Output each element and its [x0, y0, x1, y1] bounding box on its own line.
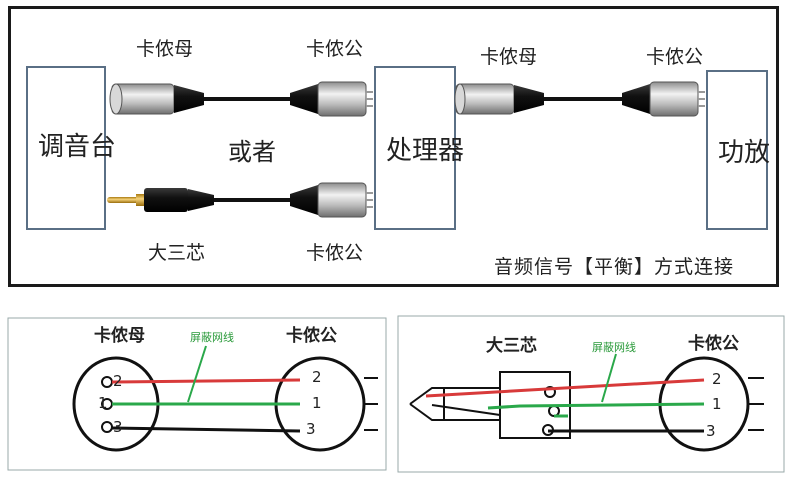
mixer-label: 调音台 — [38, 132, 117, 162]
pin-right-male-3: 3 — [706, 422, 716, 440]
label-xlr-male-3: 卡侬公 — [306, 242, 364, 264]
cable-1 — [109, 81, 373, 117]
wiring-left-male-label: 卡侬公 — [286, 326, 337, 346]
wiring-right-shield-label: 屏蔽网线 — [592, 341, 636, 354]
pin-right-male-1: 1 — [712, 395, 722, 413]
top-diagram-frame — [8, 6, 779, 287]
wire-green-right — [487, 402, 705, 410]
amplifier-box — [706, 70, 768, 230]
pin-left-male-2: 2 — [312, 368, 322, 386]
wire-black-left — [111, 426, 301, 433]
xlr-female-boot-1 — [174, 85, 204, 113]
xlr-male-boot-1 — [290, 84, 318, 114]
pin-left-male-3: 3 — [306, 420, 316, 438]
xlr-male-body-1 — [317, 81, 367, 117]
wire-red-left — [111, 378, 301, 384]
cable-2 — [107, 182, 373, 218]
xlr-female-face-1 — [109, 83, 123, 115]
xlr-male-body-3 — [649, 81, 699, 117]
trs-body — [144, 188, 188, 212]
wiring-right-trs-label: 大三芯 — [486, 336, 537, 356]
label-xlr-male-1: 卡侬公 — [306, 38, 364, 60]
pin-right-male-2: 2 — [712, 370, 722, 388]
wiring-left-shield-label: 屏蔽网线 — [190, 331, 234, 344]
label-xlr-male-2: 卡侬公 — [646, 46, 704, 68]
pin-left-female-3: 3 — [113, 418, 123, 436]
trs-tip — [110, 197, 136, 203]
label-trs: 大三芯 — [148, 242, 206, 264]
wire-red-right — [425, 378, 705, 398]
pin-left-female-1: 1 — [98, 394, 108, 412]
wiring-left-female-label: 卡侬母 — [94, 326, 145, 346]
label-xlr-female-1: 卡侬母 — [136, 38, 194, 60]
amplifier-label: 功放 — [718, 138, 771, 168]
wiring-xlr-xlr — [7, 317, 387, 471]
mixer-box — [26, 66, 106, 230]
processor-box — [374, 66, 456, 230]
xlr-male-boot-2 — [290, 185, 318, 215]
pin-left-female-2: 2 — [113, 372, 123, 390]
wiring-trs-xlr — [397, 315, 785, 473]
pin-left-male-1: 1 — [312, 394, 322, 412]
xlr-male-body-2 — [317, 182, 367, 218]
wiring-right-male-label: 卡侬公 — [688, 334, 739, 354]
processor-label: 处理器 — [386, 136, 465, 166]
or-text: 或者 — [228, 138, 276, 166]
cable-3 — [454, 81, 705, 117]
diagram-caption: 音频信号【平衡】方式连接 — [494, 256, 735, 278]
label-xlr-female-2: 卡侬母 — [480, 46, 538, 68]
